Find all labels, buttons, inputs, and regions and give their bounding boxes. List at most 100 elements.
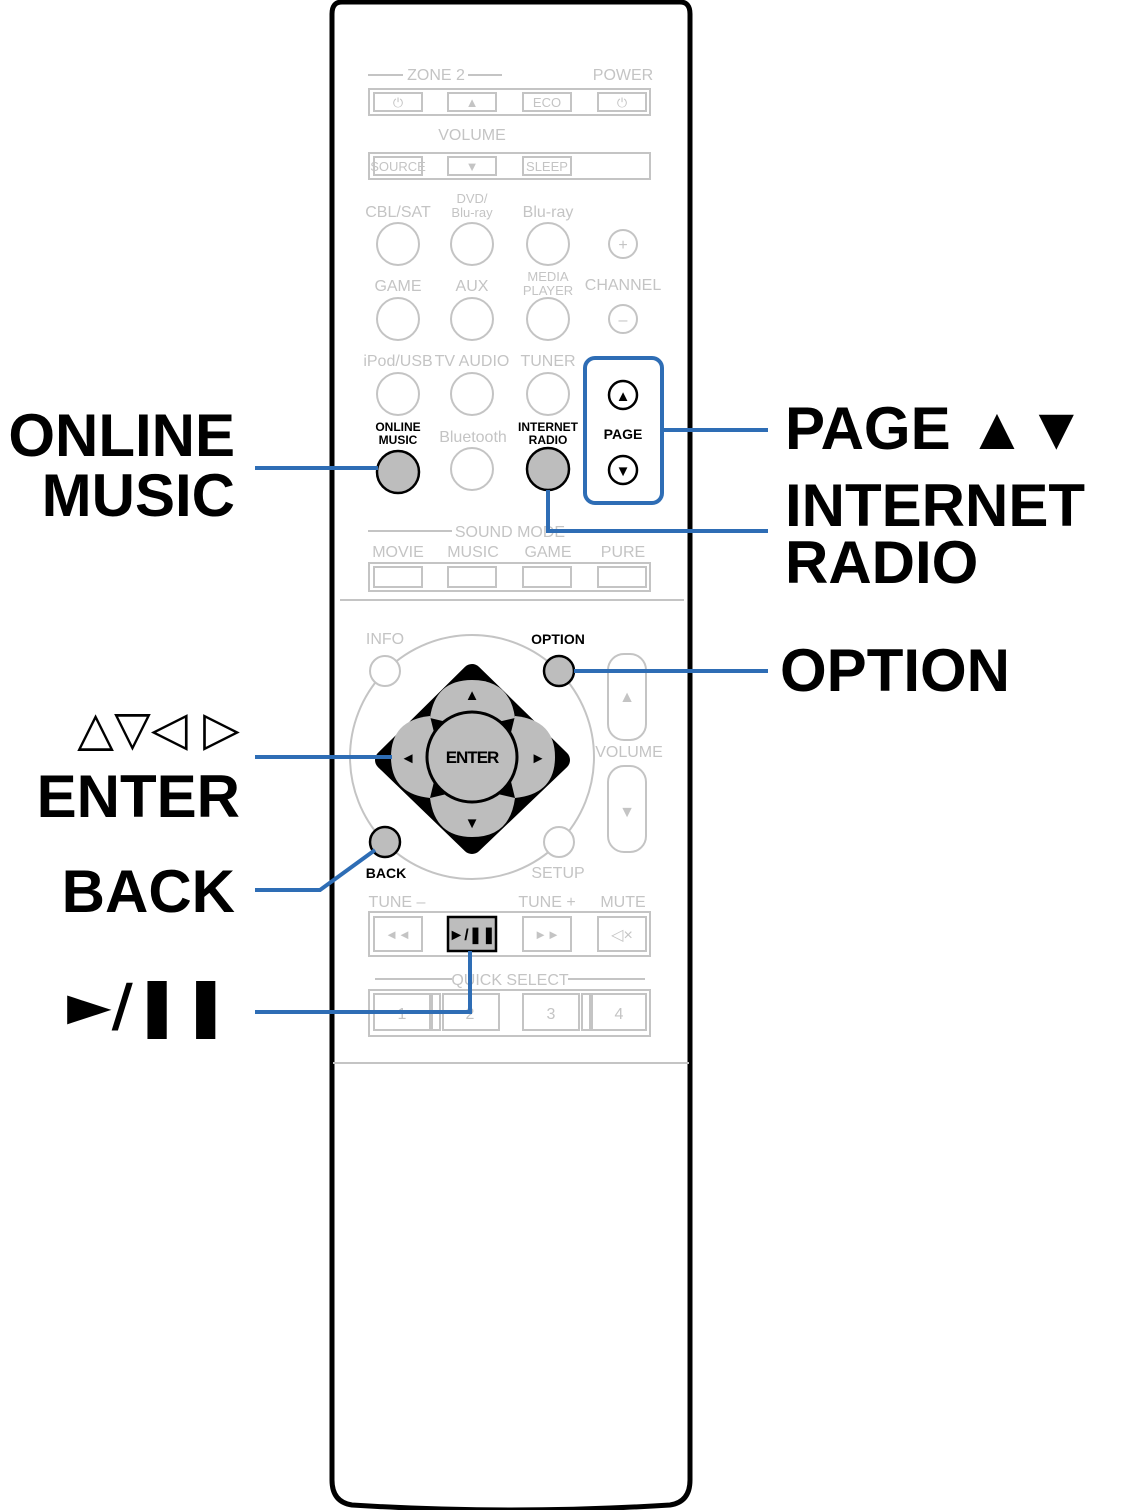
tune-plus-label: TUNE + bbox=[518, 894, 575, 911]
dvd-label-line2: Blu-ray bbox=[451, 205, 493, 220]
enter-key-label: ENTER bbox=[446, 748, 499, 767]
back-key-label: BACK bbox=[366, 865, 406, 881]
callout-internet-radio-line2: RADIO bbox=[785, 529, 978, 596]
media-player-button[interactable] bbox=[526, 297, 570, 341]
cbl-sat-button[interactable] bbox=[376, 222, 420, 266]
quick-select-label: QUICK SELECT bbox=[451, 972, 569, 989]
channel-minus-button[interactable] bbox=[608, 304, 638, 334]
page-group-highlight bbox=[583, 356, 664, 505]
internet-radio-key-label-line1: INTERNET bbox=[518, 420, 579, 434]
play-pause-key-label: ►/❚❚ bbox=[448, 927, 495, 945]
callout-page: PAGE ▲▼ bbox=[785, 395, 1086, 462]
online-music-key-label-line1: ONLINE bbox=[375, 420, 420, 434]
triangle-up-icon: ▲ bbox=[619, 689, 635, 706]
cursor-right-button[interactable] bbox=[505, 716, 555, 798]
info-label: INFO bbox=[366, 631, 404, 648]
bluray-label: Blu-ray bbox=[523, 204, 574, 221]
enter-button[interactable] bbox=[425, 710, 519, 804]
eco-button[interactable] bbox=[522, 92, 572, 112]
movie-button[interactable] bbox=[373, 566, 423, 588]
bluetooth-label: Bluetooth bbox=[439, 429, 507, 446]
bluetooth-button[interactable] bbox=[450, 447, 494, 491]
arrow-up-icon: ▲ bbox=[465, 687, 480, 704]
setup-button[interactable] bbox=[543, 826, 575, 858]
source-button[interactable] bbox=[373, 156, 423, 176]
leader-internet-radio bbox=[546, 490, 768, 533]
sleep-button[interactable] bbox=[522, 156, 572, 176]
quick-select-1-label: 1 bbox=[398, 1006, 407, 1023]
back-button[interactable] bbox=[368, 825, 402, 859]
tv-audio-label: TV AUDIO bbox=[435, 353, 510, 370]
tuner-button[interactable] bbox=[526, 372, 570, 416]
game-label: GAME bbox=[374, 278, 421, 295]
volume-label: VOLUME bbox=[438, 127, 506, 144]
cursor-left-button[interactable] bbox=[391, 716, 440, 798]
internet-radio-button[interactable] bbox=[525, 446, 571, 492]
music-label: MUSIC bbox=[447, 544, 499, 561]
quick-select-4-button[interactable] bbox=[591, 993, 647, 1031]
mute-label: MUTE bbox=[600, 894, 645, 911]
zone2-volume-down-button[interactable] bbox=[447, 156, 497, 176]
zone2-power-button[interactable] bbox=[373, 92, 423, 112]
online-music-button[interactable] bbox=[375, 449, 421, 495]
bluray-button[interactable] bbox=[526, 222, 570, 266]
ipod-usb-button[interactable] bbox=[376, 372, 420, 416]
power-icon: ⏻ bbox=[617, 95, 627, 110]
callout-online-music-line2: MUSIC bbox=[42, 462, 235, 529]
online-music-key-label-line2: MUSIC bbox=[379, 433, 418, 447]
skip-back-button[interactable] bbox=[373, 916, 423, 952]
dvd-label-line1: DVD/ bbox=[456, 191, 487, 206]
media-player-label-line2: PLAYER bbox=[523, 283, 573, 298]
play-pause-button[interactable] bbox=[446, 915, 498, 953]
callout-arrows: △▽◁ ▷ bbox=[77, 701, 240, 757]
volume-side-label: VOLUME bbox=[595, 744, 663, 761]
triangle-up-icon: ▲ bbox=[466, 95, 479, 110]
volume-down-button[interactable] bbox=[607, 765, 647, 853]
triangle-up-icon: ▲ bbox=[616, 388, 631, 405]
dvd-button[interactable] bbox=[450, 222, 494, 266]
channel-label: CHANNEL bbox=[585, 277, 662, 294]
arrow-down-icon: ▼ bbox=[465, 815, 480, 832]
option-key-label: OPTION bbox=[531, 631, 585, 647]
main-power-button[interactable] bbox=[597, 92, 647, 112]
sleep-label: SLEEP bbox=[526, 159, 568, 174]
leader-play-pause bbox=[255, 951, 472, 1014]
page-down-button[interactable] bbox=[607, 454, 639, 486]
quick-select-3-button[interactable] bbox=[522, 993, 580, 1031]
setup-label: SETUP bbox=[531, 865, 584, 882]
cbl-sat-label: CBL/SAT bbox=[365, 204, 431, 221]
media-player-label-line1: MEDIA bbox=[527, 269, 569, 284]
power-label: POWER bbox=[593, 67, 653, 84]
triangle-down-icon: ▼ bbox=[616, 463, 631, 480]
quick-select-3-label: 3 bbox=[547, 1006, 556, 1023]
music-button[interactable] bbox=[447, 566, 497, 588]
cursor-down-button[interactable] bbox=[430, 788, 515, 837]
movie-label: MOVIE bbox=[372, 544, 424, 561]
callout-internet-radio-line1: INTERNET bbox=[785, 472, 1085, 539]
arrow-left-icon: ◄ bbox=[401, 750, 416, 767]
skip-back-icon: ◄◄ bbox=[385, 927, 411, 942]
internet-radio-key-label-line2: RADIO bbox=[529, 433, 568, 447]
tune-minus-label: TUNE – bbox=[369, 894, 426, 911]
pure-button[interactable] bbox=[597, 566, 647, 588]
info-button[interactable] bbox=[369, 655, 401, 687]
skip-forward-button[interactable] bbox=[522, 916, 572, 952]
page-up-button[interactable] bbox=[607, 379, 639, 411]
game-mode-button[interactable] bbox=[522, 566, 572, 588]
zone2-volume-up-button[interactable] bbox=[447, 92, 497, 112]
volume-up-button[interactable] bbox=[607, 653, 647, 741]
callout-play-pause: ►/❚❚ bbox=[67, 971, 230, 1039]
skip-forward-icon: ►► bbox=[534, 927, 560, 942]
triangle-down-icon: ▼ bbox=[619, 804, 635, 821]
tv-audio-button[interactable] bbox=[450, 372, 494, 416]
aux-button[interactable] bbox=[450, 297, 494, 341]
mute-button[interactable] bbox=[597, 916, 647, 952]
cursor-pad: ▲ ▼ ◄ ► ENTER bbox=[375, 664, 570, 854]
channel-plus-button[interactable] bbox=[608, 229, 638, 259]
quick-select-4-label: 4 bbox=[615, 1006, 624, 1023]
plus-icon: + bbox=[618, 237, 627, 254]
game-button[interactable] bbox=[376, 297, 420, 341]
minus-icon: – bbox=[619, 312, 628, 329]
option-button[interactable] bbox=[542, 654, 576, 688]
